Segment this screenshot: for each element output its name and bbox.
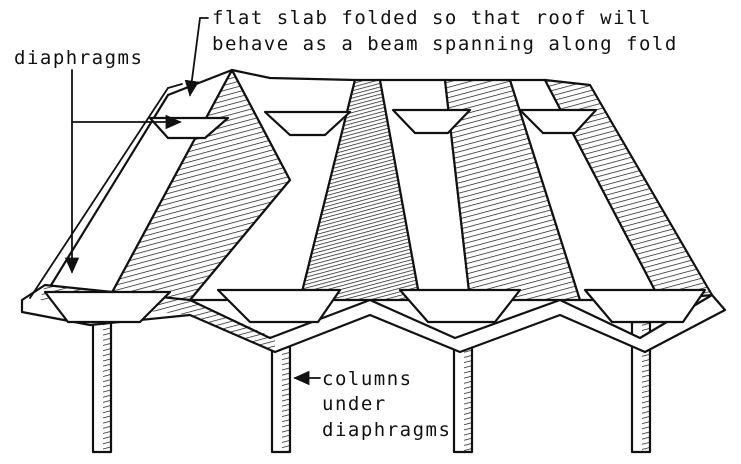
- column-4-shade: [642, 322, 650, 452]
- slab-plane-2-hatch: [108, 70, 290, 300]
- left-edge-beam: [29, 87, 169, 299]
- diaphragm-front-3: [398, 288, 522, 324]
- columns-label-line-2: under: [322, 393, 387, 415]
- diaphragm-back-3: [391, 108, 472, 135]
- column-1-shade: [103, 322, 111, 452]
- slab-plane-6-hatch: [445, 80, 580, 300]
- diaphragm-front-4: [583, 288, 707, 324]
- columns-label-line-3: diaphragms: [322, 419, 451, 441]
- leaders: [64, 17, 321, 386]
- left-edge-top: [167, 83, 183, 89]
- diaphragm-back-4: [518, 108, 598, 135]
- labels: flat slab folded so that roof will behav…: [14, 7, 678, 441]
- slab-plane-8-hatch: [545, 80, 712, 300]
- column-2-shade: [282, 340, 290, 452]
- diaphragm-front-1: [43, 290, 172, 324]
- diaphragm-back-2: [263, 110, 352, 137]
- folded-slab: [43, 68, 714, 302]
- fold-label-line-1: flat slab folded so that roof will: [212, 7, 652, 29]
- diaphragms-label: diaphragms: [14, 47, 143, 69]
- columns-label-line-1: columns: [322, 368, 413, 390]
- fold-label-line-2: behave as a beam spanning along fold: [212, 33, 678, 55]
- fold-leader: [184, 17, 201, 97]
- column-3-shade: [464, 340, 472, 452]
- front-diaphragms: [43, 288, 707, 324]
- diaphragm-front-2: [216, 288, 342, 324]
